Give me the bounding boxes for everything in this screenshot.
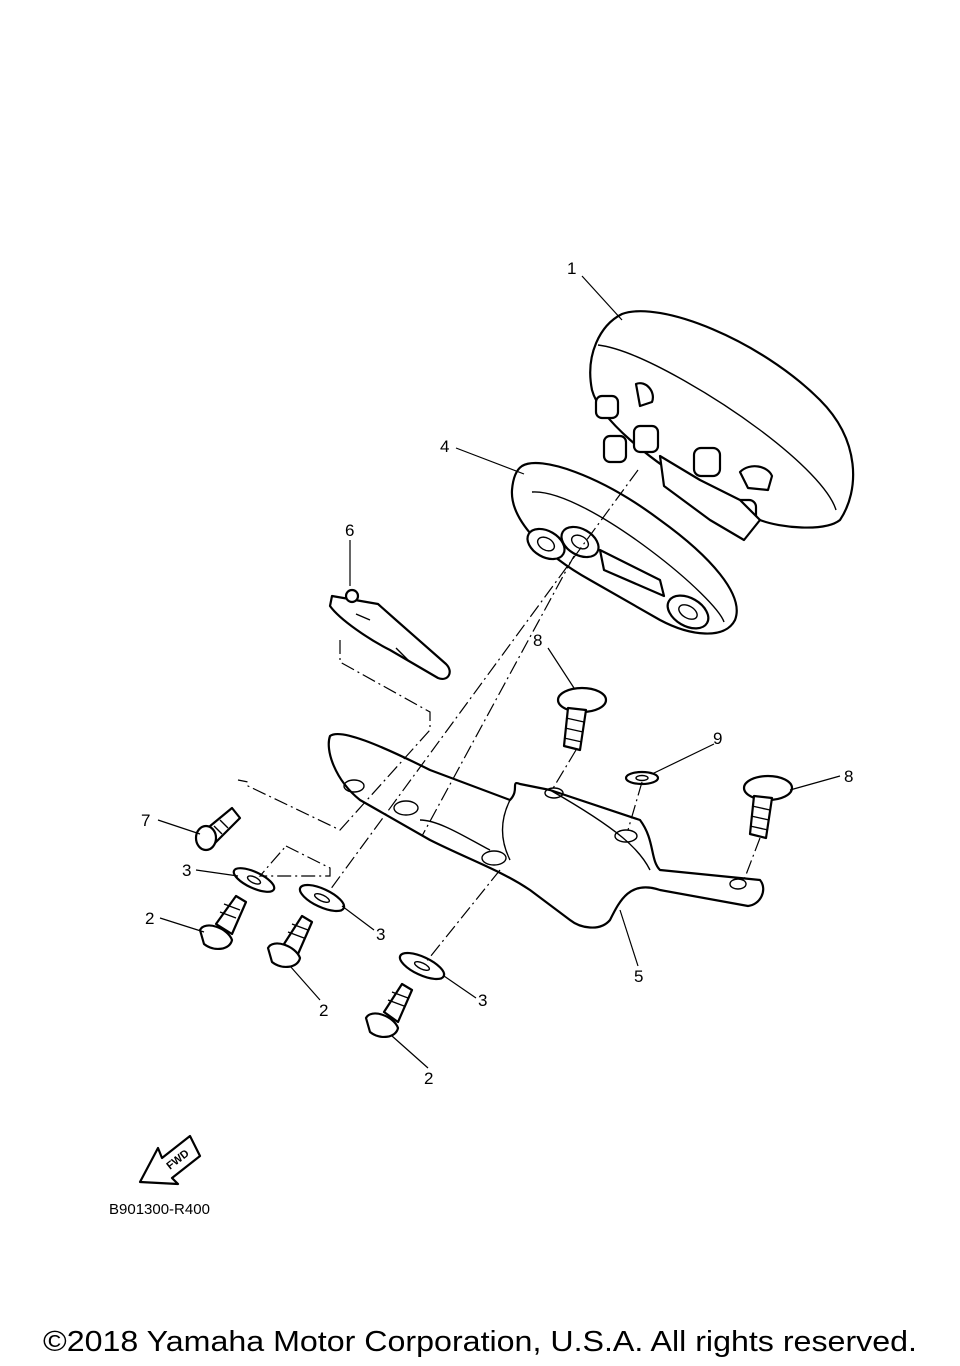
callout-7: 7 <box>141 811 150 830</box>
callout-2b: 2 <box>319 1001 328 1020</box>
washer-3a-part <box>232 867 276 893</box>
callout-3b: 3 <box>376 925 385 944</box>
copyright-notice: ©2018 Yamaha Motor Corporation, U.S.A. A… <box>43 1326 917 1358</box>
meter-assembly-part <box>589 310 855 542</box>
callout-2a: 2 <box>145 909 154 928</box>
callout-9: 9 <box>713 729 722 748</box>
washer-3c-part <box>398 951 446 981</box>
callout-8a: 8 <box>533 631 542 650</box>
callout-labels: 1 4 6 8 9 8 7 3 2 3 2 3 2 5 <box>141 259 853 1088</box>
bolt-8b-part <box>742 774 794 840</box>
callout-2c: 2 <box>424 1069 433 1088</box>
grommet-plate-part <box>510 462 738 635</box>
callout-5: 5 <box>634 967 643 986</box>
callout-3c: 3 <box>478 991 487 1010</box>
callout-1: 1 <box>567 259 576 278</box>
bolt-8a-part <box>556 686 608 752</box>
bolt-7-part <box>194 806 242 852</box>
screw-2b-part <box>266 914 314 968</box>
meter-bracket-part <box>327 732 765 929</box>
washer-3b-part <box>298 883 346 913</box>
fwd-arrow-icon: FWD <box>138 1134 202 1186</box>
screw-2a-part <box>198 894 248 950</box>
clip-bracket-part <box>328 588 451 680</box>
callout-6: 6 <box>345 521 354 540</box>
diagram-code: B901300-R400 <box>109 1201 210 1218</box>
leader-lines <box>157 275 841 1069</box>
callout-4: 4 <box>440 437 449 456</box>
callout-3a: 3 <box>182 861 191 880</box>
callout-8b: 8 <box>844 767 853 786</box>
screw-2c-part <box>364 982 414 1038</box>
assembly-lines <box>237 469 761 963</box>
